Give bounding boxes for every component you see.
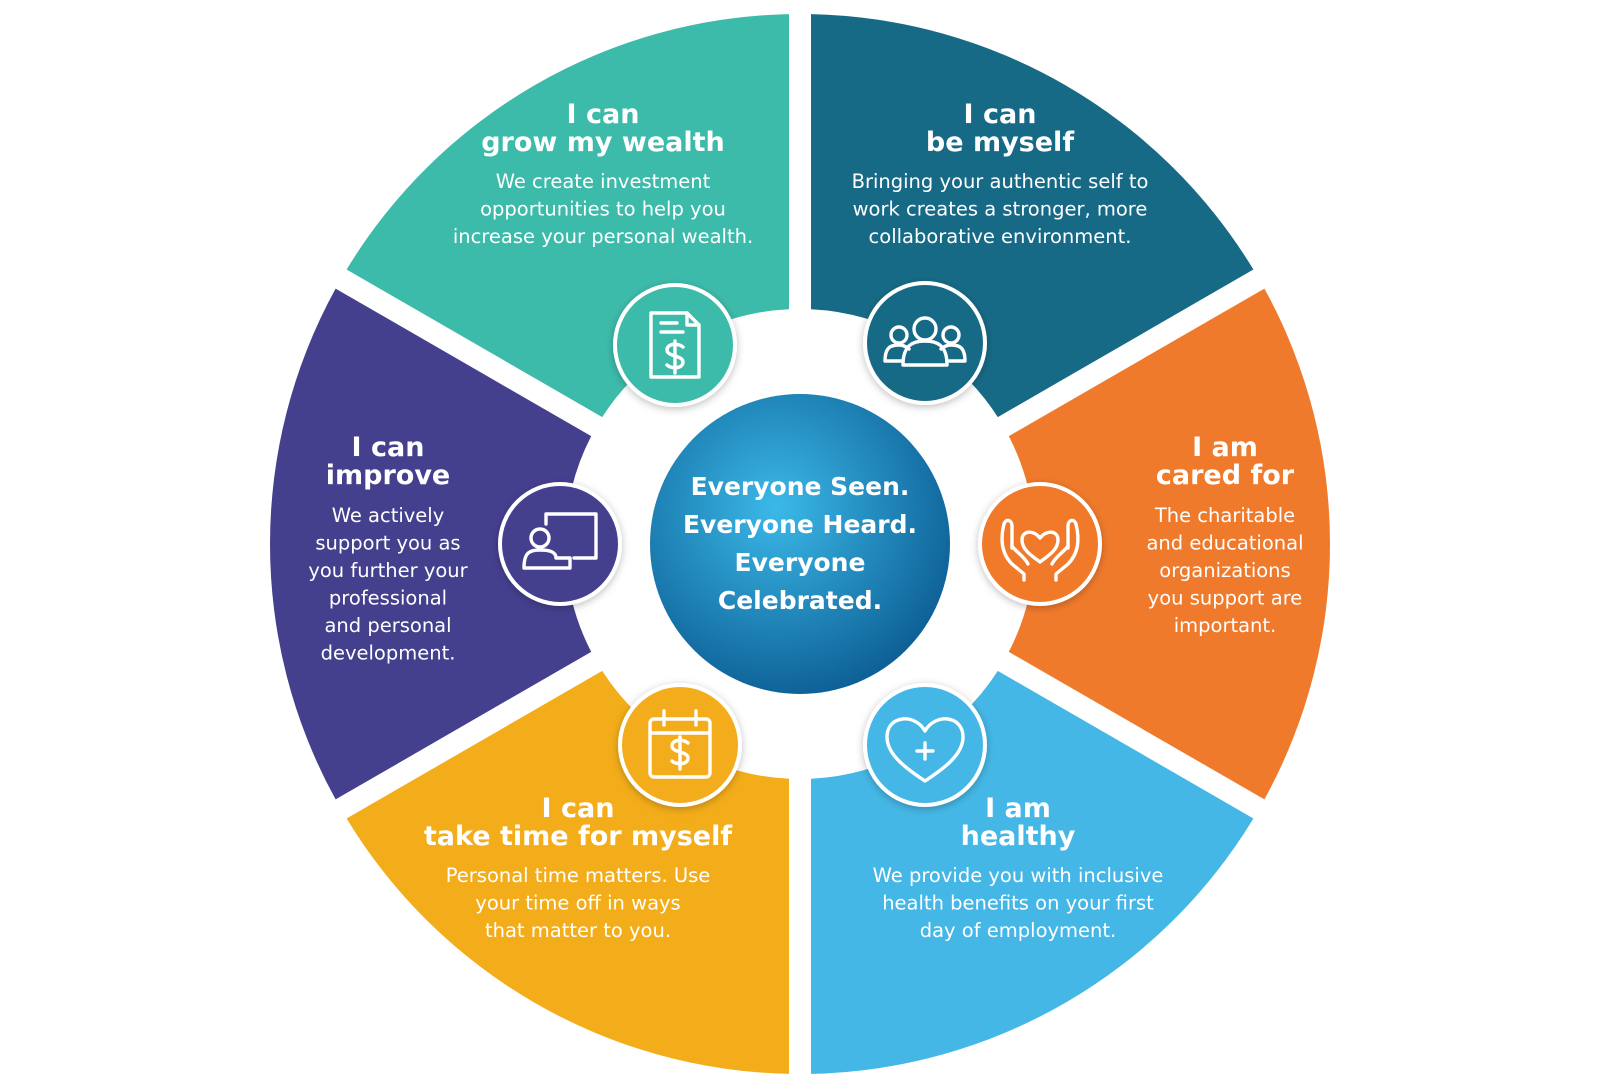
segment-desc-grow-wealth-3: increase your personal wealth. xyxy=(453,225,753,248)
icon-circle-cared-for xyxy=(978,482,1102,606)
segment-desc-improve-3: you further your xyxy=(308,559,468,582)
icon-circle-improve xyxy=(498,482,622,606)
hands-heart-icon xyxy=(1000,518,1080,582)
segment-desc-grow-wealth-2: opportunities to help you xyxy=(480,198,726,221)
segment-desc-improve-6: development. xyxy=(321,642,456,665)
segment-title-grow-wealth-1: I can xyxy=(567,99,640,130)
segment-desc-improve-4: professional xyxy=(329,587,447,610)
segment-desc-cared-for-4: you support are xyxy=(1148,587,1303,610)
icon-circle-be-myself xyxy=(863,281,987,405)
segment-desc-improve-1: We actively xyxy=(332,504,445,527)
document-dollar-icon xyxy=(649,311,701,379)
segment-desc-be-myself-2: work creates a stronger, more xyxy=(853,198,1148,221)
presenter-board-icon xyxy=(522,512,598,570)
segment-title-improve-2: improve xyxy=(326,460,451,491)
segment-title-cared-for-1: I am xyxy=(1192,432,1258,463)
center-hub: Everyone Seen. Everyone Heard. Everyone … xyxy=(650,394,950,694)
segment-desc-improve-5: and personal xyxy=(324,614,451,637)
segment-title-grow-wealth-2: grow my wealth xyxy=(481,127,725,158)
segment-desc-be-myself-1: Bringing your authentic self to xyxy=(852,170,1149,193)
center-line-4: Celebrated. xyxy=(718,586,882,615)
segment-title-take-time-1: I can xyxy=(542,793,615,824)
segment-title-healthy-1: I am xyxy=(985,793,1051,824)
center-line-1: Everyone Seen. xyxy=(691,472,910,501)
segment-desc-cared-for-3: organizations xyxy=(1159,559,1290,582)
segment-desc-grow-wealth-1: We create investment xyxy=(496,170,711,193)
center-line-2: Everyone Heard. xyxy=(683,510,917,539)
center-circle xyxy=(650,394,950,694)
segment-desc-take-time-3: that matter to you. xyxy=(485,919,671,942)
segment-improve xyxy=(270,288,592,800)
segment-title-healthy-2: healthy xyxy=(961,821,1076,852)
segment-title-improve-1: I can xyxy=(352,432,425,463)
segment-desc-cared-for-1: The charitable xyxy=(1154,504,1295,527)
segment-desc-healthy-1: We provide you with inclusive xyxy=(873,864,1164,887)
segment-desc-take-time-1: Personal time matters. Use xyxy=(446,864,711,887)
segment-desc-cared-for-5: important. xyxy=(1174,614,1277,637)
calendar-dollar-icon xyxy=(648,709,712,779)
segment-title-be-myself-2: be myself xyxy=(926,127,1074,158)
segment-desc-be-myself-3: collaborative environment. xyxy=(869,225,1132,248)
segment-desc-take-time-2: your time off in ways xyxy=(475,892,680,915)
segment-title-be-myself-1: I can xyxy=(964,99,1037,130)
segment-desc-healthy-2: health benefits on your first xyxy=(882,892,1154,915)
center-line-3: Everyone xyxy=(735,548,866,577)
segment-desc-improve-2: support you as xyxy=(315,532,460,555)
heart-plus-icon xyxy=(885,717,965,783)
segment-cared-for xyxy=(1008,288,1331,800)
segment-desc-healthy-3: day of employment. xyxy=(920,919,1117,942)
people-group-icon xyxy=(883,316,967,367)
segment-title-take-time-2: take time for myself xyxy=(424,821,732,852)
segment-title-cared-for-2: cared for xyxy=(1156,460,1295,491)
segment-desc-cared-for-2: and educational xyxy=(1146,532,1303,555)
